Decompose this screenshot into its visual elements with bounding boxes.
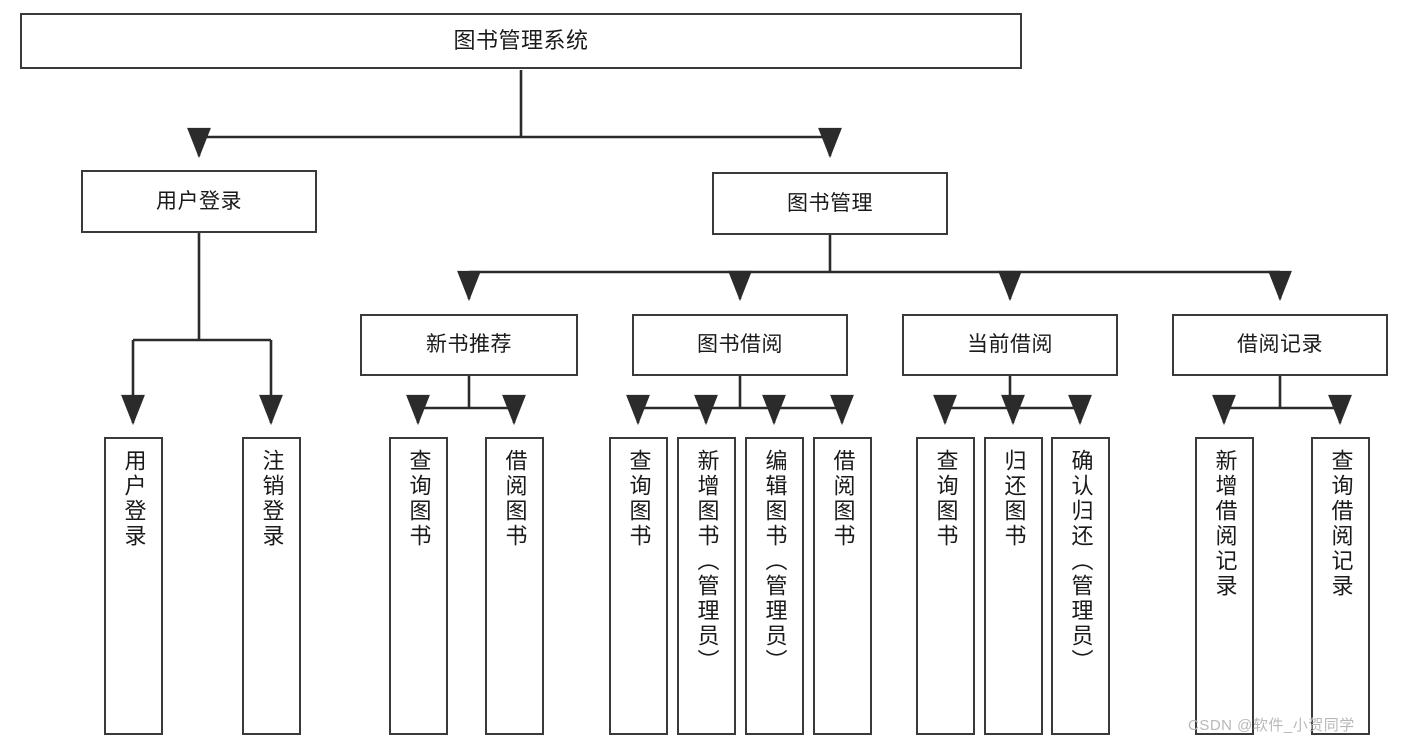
leaf-borrow-edit-book-admin[interactable]: 编辑图书（管理员）: [745, 437, 804, 735]
node-new-book-recommend[interactable]: 新书推荐: [360, 314, 578, 376]
node-label: 归还图书: [1001, 449, 1027, 549]
node-borrow-record[interactable]: 借阅记录: [1172, 314, 1388, 376]
node-root-system[interactable]: 图书管理系统: [20, 13, 1022, 69]
node-label: 图书管理系统: [453, 27, 589, 53]
leaf-borrow-borrow-book[interactable]: 借阅图书: [813, 437, 872, 735]
node-label: 查询图书: [406, 449, 432, 549]
leaf-borrow-query-book[interactable]: 查询图书: [609, 437, 668, 735]
node-label: 查询借阅记录: [1328, 449, 1354, 599]
node-label: 图书管理: [787, 191, 873, 215]
leaf-current-return-book[interactable]: 归还图书: [984, 437, 1043, 735]
node-label: 确认归还（管理员）: [1068, 449, 1094, 674]
leaf-record-query-borrow-record[interactable]: 查询借阅记录: [1311, 437, 1370, 735]
node-label: 用户登录: [156, 189, 242, 213]
node-book-borrow[interactable]: 图书借阅: [632, 314, 848, 376]
node-label: 借阅图书: [502, 449, 528, 549]
node-label: 借阅图书: [830, 449, 856, 549]
csdn-watermark: CSDN @软件_小贺同学: [1188, 717, 1355, 734]
node-label: 当前借阅: [967, 333, 1053, 357]
node-label: 注销登录: [259, 449, 285, 549]
leaf-record-add-borrow-record[interactable]: 新增借阅记录: [1195, 437, 1254, 735]
node-label: 用户登录: [121, 449, 147, 549]
leaf-recommend-borrow-book[interactable]: 借阅图书: [485, 437, 544, 735]
node-label: 图书借阅: [697, 333, 783, 357]
node-current-borrow[interactable]: 当前借阅: [902, 314, 1118, 376]
node-label: 新增借阅记录: [1212, 449, 1238, 599]
node-book-management[interactable]: 图书管理: [712, 172, 948, 235]
node-label: 查询图书: [933, 449, 959, 549]
leaf-current-query-book[interactable]: 查询图书: [916, 437, 975, 735]
leaf-recommend-query-book[interactable]: 查询图书: [389, 437, 448, 735]
node-label: 新增图书（管理员）: [694, 449, 720, 674]
leaf-current-confirm-return-admin[interactable]: 确认归还（管理员）: [1051, 437, 1110, 735]
node-user-login[interactable]: 用户登录: [81, 170, 317, 233]
leaf-user-login-logout[interactable]: 注销登录: [242, 437, 301, 735]
node-label: 查询图书: [626, 449, 652, 549]
node-label: 编辑图书（管理员）: [762, 449, 788, 674]
node-label: 新书推荐: [426, 333, 512, 357]
leaf-borrow-add-book-admin[interactable]: 新增图书（管理员）: [677, 437, 736, 735]
leaf-user-login-login[interactable]: 用户登录: [104, 437, 163, 735]
node-label: 借阅记录: [1237, 333, 1323, 357]
